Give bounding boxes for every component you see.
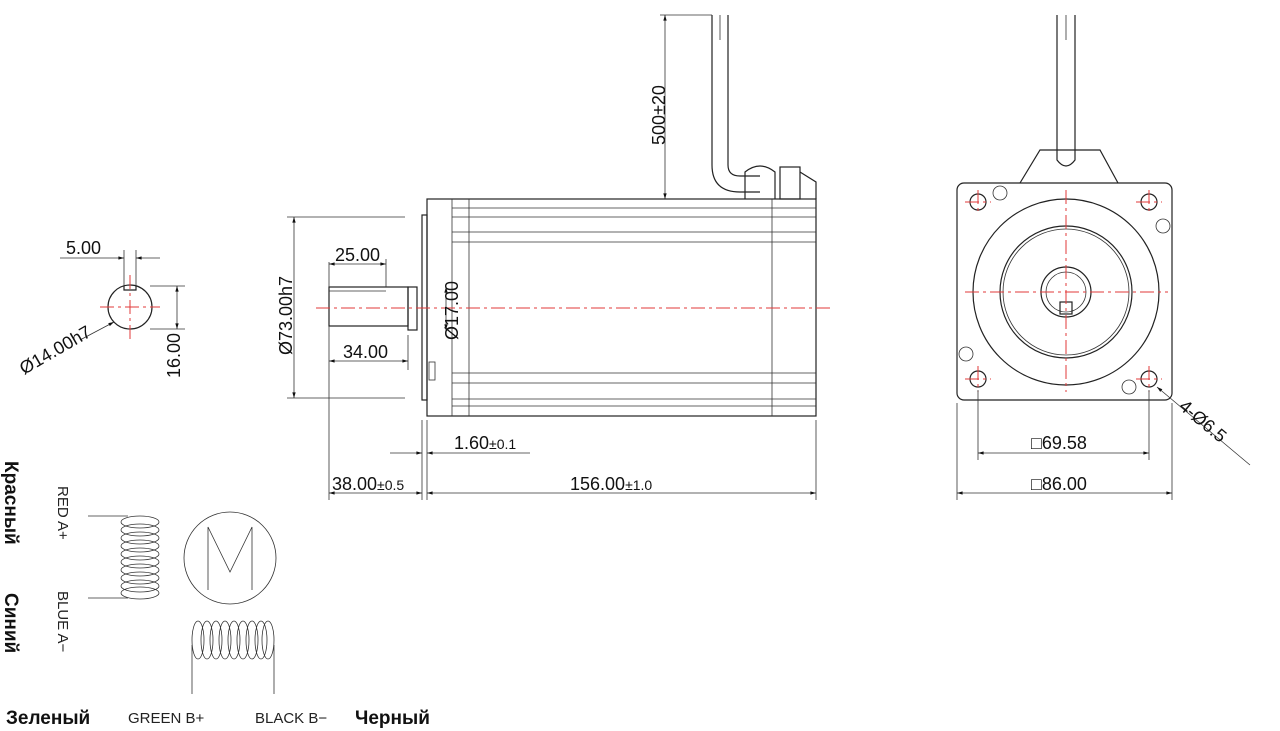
key-width-label: 5.00 bbox=[66, 238, 101, 258]
label-plate bbox=[428, 361, 436, 381]
green-b-plus-label: GREEN B+ bbox=[128, 710, 205, 727]
black-ru-label: Черный bbox=[355, 708, 430, 729]
boss-diameter-label: Ø17.00 bbox=[442, 281, 462, 340]
screws bbox=[958, 185, 1171, 395]
black-b-minus-label: BLACK B− bbox=[255, 710, 327, 727]
key-depth-label: 16.00 bbox=[164, 333, 184, 378]
front-view: □69.58 □86.00 4-Ø6.5 bbox=[956, 15, 1251, 500]
coil-a bbox=[120, 515, 160, 600]
cable bbox=[1056, 15, 1076, 167]
flange-thickness-label: 1.60±0.1 bbox=[454, 433, 516, 453]
green-ru-label: Зеленый bbox=[6, 708, 90, 729]
mounting-holes bbox=[965, 190, 1162, 392]
blue-a-minus-label: BLUE A− bbox=[54, 591, 71, 653]
body-detail-lines bbox=[451, 199, 816, 416]
flange-thickness-value: 1.60 bbox=[454, 433, 489, 453]
flange-size-label: □86.00 bbox=[1031, 474, 1087, 494]
key-length-label: 25.00 bbox=[335, 245, 380, 265]
shaft-diameter-label: Ø14.00h7 bbox=[16, 322, 94, 379]
body-length-value: 156.00 bbox=[570, 474, 625, 494]
cable-length-label: 500±20 bbox=[649, 85, 669, 145]
mounting-holes-label: 4-Ø6.5 bbox=[1175, 396, 1230, 447]
cable bbox=[711, 15, 817, 200]
shaft bbox=[328, 286, 409, 327]
pilot-diameter-label: Ø73.00h7 bbox=[276, 276, 296, 355]
coil-b bbox=[191, 620, 275, 660]
body-length-label: 156.00±1.0 bbox=[570, 474, 652, 494]
leader-line bbox=[1156, 386, 1251, 466]
shaft-extension-value: 38.00 bbox=[332, 474, 377, 494]
red-a-plus-label: RED A+ bbox=[54, 486, 71, 540]
shaft-extension-tolerance: ±0.5 bbox=[377, 477, 404, 493]
flange-square bbox=[956, 182, 1173, 401]
flange-thickness-tolerance: ±0.1 bbox=[489, 436, 516, 452]
key-slot bbox=[123, 286, 137, 291]
blue-ru-label: Синий bbox=[0, 593, 21, 653]
red-ru-label: Красный bbox=[0, 461, 21, 545]
shaft-length-label: 34.00 bbox=[343, 342, 388, 362]
motor-symbol bbox=[183, 511, 277, 605]
wiring-diagram: Красный Синий RED A+ BLUE A− Зеленый GRE… bbox=[0, 461, 430, 729]
shaft-end-view: 5.00 16.00 Ø14.00h7 bbox=[16, 238, 185, 378]
cable-gland bbox=[1019, 149, 1119, 184]
body-length-tolerance: ±1.0 bbox=[625, 477, 652, 493]
shaft-extension-label: 38.00±0.5 bbox=[332, 474, 404, 494]
side-view: 500±20 Ø73.00h7 Ø17.00 25.00 34.00 1.60±… bbox=[276, 14, 830, 500]
leader-line bbox=[79, 321, 115, 341]
hole-spacing-label: □69.58 bbox=[1031, 433, 1087, 453]
